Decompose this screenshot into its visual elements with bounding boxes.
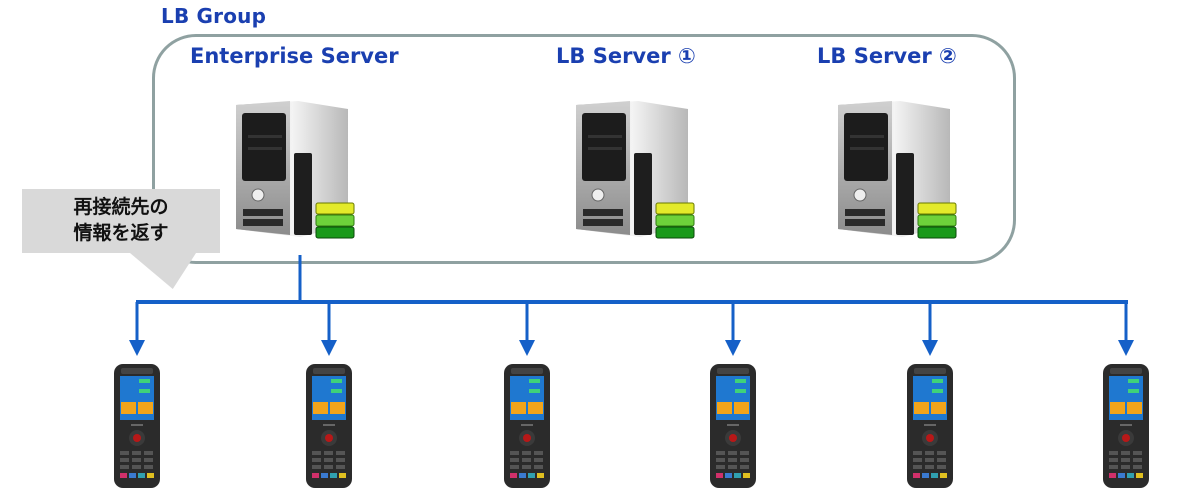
group-title: LB Group [161, 4, 267, 28]
callout-text: 再接続先の 情報を返す [22, 194, 220, 246]
handheld-terminal-icon [303, 362, 355, 490]
arrow-down-icon [725, 340, 741, 356]
handheld-terminal-icon [904, 362, 956, 490]
callout-line-2: 情報を返す [73, 222, 169, 244]
handheld-terminal-icon [707, 362, 759, 490]
server-label-lb1: LB Server ① [556, 44, 696, 68]
arrow-down-icon [519, 340, 535, 356]
callout-box: 再接続先の 情報を返す [22, 189, 220, 253]
handheld-terminal-icon [111, 362, 163, 490]
server-label-lb2: LB Server ② [817, 44, 957, 68]
server-label-enterprise: Enterprise Server [190, 44, 399, 68]
server-tower-icon [228, 95, 358, 245]
arrow-down-icon [129, 340, 145, 356]
server-tower-icon [830, 95, 960, 245]
arrow-down-icon [1118, 340, 1134, 356]
handheld-terminal-icon [1100, 362, 1152, 490]
server-tower-icon [568, 95, 698, 245]
arrow-down-icon [321, 340, 337, 356]
lb-group-box [152, 34, 1016, 264]
handheld-terminal-icon [501, 362, 553, 490]
callout-line-1: 再接続先の [73, 196, 169, 218]
arrow-down-icon [922, 340, 938, 356]
